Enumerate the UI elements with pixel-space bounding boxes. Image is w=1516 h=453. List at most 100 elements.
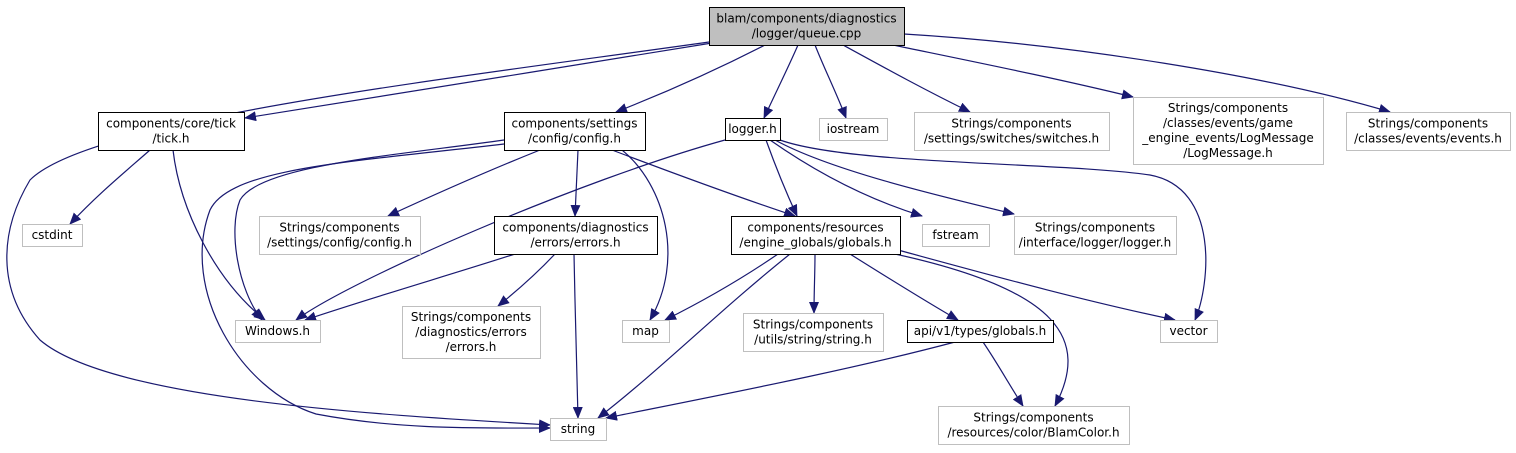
node-box (550, 418, 607, 441)
node-label-line: vector (1169, 324, 1207, 338)
edge-api-globals-h-to-blamcolor-h (982, 341, 1024, 407)
edges-layer (6, 33, 1391, 434)
node-iostream: iostream (819, 118, 888, 141)
node-box (922, 224, 990, 247)
edge-errors-h-to-windows-h (304, 253, 516, 322)
node-label-line: string (561, 422, 595, 436)
edge-queue-cpp-to-iostream (814, 44, 847, 119)
edge-globals-h-to-vector (897, 249, 1176, 323)
node-label-line: /settings/switches/switches.h (924, 132, 1099, 146)
node-windows-h: Windows.h (235, 320, 321, 343)
node-label-line: Strings/components (753, 318, 873, 332)
node-blamcolor-h: Strings/components/resources/color/BlamC… (938, 406, 1130, 445)
node-label-line: /config/config.h (528, 132, 621, 146)
node-label-line: iostream (827, 122, 880, 136)
node-box (914, 112, 1110, 151)
node-label-line: components/core/tick (106, 117, 236, 131)
edge-queue-cpp-to-logmessage-h (892, 44, 1134, 100)
edge-config-h-to-windows-h (234, 139, 505, 321)
edge-tick-h-to-windows-h (172, 149, 266, 321)
node-tick-h[interactable]: components/core/tick/tick.h (98, 112, 245, 151)
node-label-line: /settings/config/config.h (267, 236, 412, 250)
edge-globals-h-to-blamcolor-h (894, 253, 1069, 407)
node-label-line: /resources/color/BlamColor.h (947, 426, 1119, 440)
node-logger-h[interactable]: logger.h (725, 118, 781, 141)
node-vector: vector (1160, 320, 1218, 343)
node-label-line: api/v1/types/globals.h (914, 324, 1047, 338)
node-label-line: /utils/string/string.h (754, 333, 872, 347)
node-label-line: Strings/components (1168, 101, 1288, 115)
edge-queue-cpp-to-events-h (903, 33, 1391, 114)
edge-config-h-to-globals-h (611, 149, 796, 218)
edge-logger-h-to-str-logger-h (774, 139, 1015, 217)
edge-queue-cpp-to-string (6, 41, 710, 430)
node-box (504, 112, 646, 151)
edge-errors-h-to-string (572, 253, 583, 419)
edge-config-h-to-errors-h (570, 149, 581, 217)
node-label-line: Strings/components (411, 310, 531, 324)
node-label-line: /engine_globals/globals.h (739, 236, 891, 250)
node-queue-cpp[interactable]: blam/components/diagnostics/logger/queue… (709, 7, 905, 46)
edge-config-h-to-str-config-h (387, 149, 541, 217)
node-label-line: /errors/errors.h (530, 236, 620, 250)
node-box (709, 7, 905, 46)
edge-globals-h-to-map (664, 253, 779, 321)
node-label-line: /logger/queue.cpp (752, 27, 862, 41)
node-box (622, 320, 670, 343)
node-box (731, 216, 901, 255)
edge-config-h-to-map (621, 149, 669, 321)
node-label-line: /diagnostics/errors (415, 325, 526, 339)
node-label-line: Strings/components (973, 411, 1093, 425)
node-label-line: components/diagnostics (502, 221, 648, 235)
node-box (1160, 320, 1218, 343)
node-box (235, 320, 321, 343)
node-label-line: Windows.h (245, 324, 310, 338)
node-box (819, 118, 888, 141)
node-fstream: fstream (922, 224, 990, 247)
edge-config-h-to-string (201, 143, 551, 434)
node-label-line: logger.h (728, 122, 777, 136)
node-box (22, 224, 83, 247)
node-label-line: _engine_events/LogMessage (1141, 131, 1313, 145)
node-label-line: cstdint (32, 228, 73, 242)
node-box (98, 112, 245, 151)
node-logmessage-h: Strings/components/classes/events/game_e… (1133, 97, 1324, 165)
node-label-line: /interface/logger/logger.h (1019, 236, 1171, 250)
node-errors-h[interactable]: components/diagnostics/errors/errors.h (494, 216, 658, 255)
node-label-line: blam/components/diagnostics (716, 12, 896, 26)
node-label-line: /classes/events/game (1163, 116, 1293, 130)
node-label-line: Strings/components (1035, 221, 1155, 235)
node-str-string-h: Strings/components/utils/string/string.h (743, 313, 884, 352)
node-label-line: components/resources (747, 221, 883, 235)
node-box (938, 406, 1130, 445)
node-label-line: /errors.h (446, 340, 497, 354)
node-box (1346, 112, 1511, 151)
node-label-line: fstream (932, 228, 978, 242)
edge-globals-h-to-str-string-h (809, 253, 820, 314)
node-api-globals-h[interactable]: api/v1/types/globals.h (907, 320, 1054, 343)
node-box (1014, 216, 1177, 255)
node-label-line: /LogMessage.h (1183, 146, 1273, 160)
node-label-line: Strings/components (951, 117, 1071, 131)
node-box (743, 313, 884, 352)
node-cstdint: cstdint (22, 224, 83, 247)
node-box (725, 118, 781, 141)
node-config-h[interactable]: components/settings/config/config.h (504, 112, 646, 151)
node-label-line: /tick.h (152, 132, 189, 146)
node-str-errors-h: Strings/components/diagnostics/errors/er… (402, 306, 541, 359)
edge-logger-h-to-vector (779, 139, 1207, 321)
node-label-line: /classes/events/events.h (1354, 132, 1502, 146)
node-globals-h[interactable]: components/resources/engine_globals/glob… (731, 216, 901, 255)
edge-queue-cpp-to-switches-h (842, 44, 971, 113)
node-str-logger-h: Strings/components/interface/logger/logg… (1014, 216, 1177, 255)
edge-globals-h-to-string (597, 253, 791, 419)
node-box (259, 216, 421, 255)
edge-api-globals-h-to-string (605, 341, 956, 421)
edge-queue-cpp-to-tick-h (244, 42, 713, 122)
node-string: string (550, 418, 607, 441)
edge-queue-cpp-to-logger-h (763, 44, 799, 119)
edge-globals-h-to-api-globals-h (849, 253, 959, 321)
edge-errors-h-to-str-errors-h (497, 253, 556, 307)
edge-logger-h-to-globals-h (765, 139, 798, 217)
